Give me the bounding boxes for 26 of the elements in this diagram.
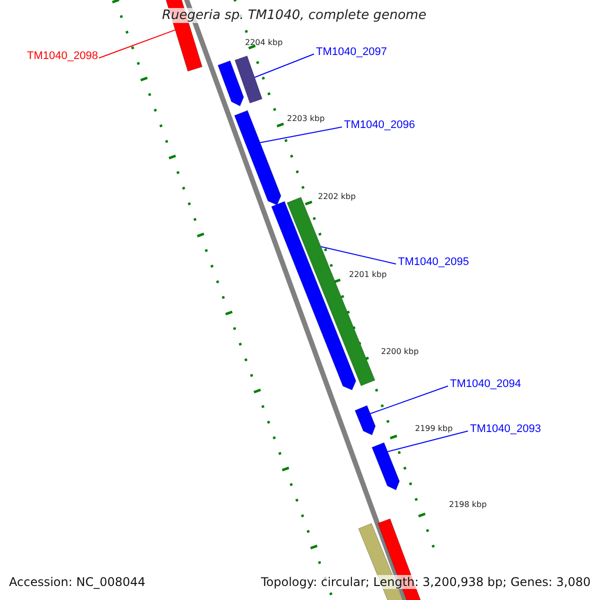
footer-text: Accession: NC_008044 — [9, 575, 146, 589]
gene-block-pointed — [372, 442, 400, 490]
leader-line — [387, 430, 468, 452]
leader-line — [320, 246, 396, 264]
gene-label: TM1040_2096 — [344, 119, 415, 131]
leader-line — [98, 29, 176, 58]
gene-block-pointed — [218, 60, 244, 106]
gene-label: TM1040_2093 — [470, 423, 541, 435]
diagram-title: Ruegeria sp. TM1040, complete genome — [160, 8, 428, 23]
gene-block-pointed — [234, 110, 282, 206]
scale-label: 2201 kbp — [349, 270, 387, 279]
leader-line — [254, 54, 314, 78]
footer-text: Topology: circular; Length: 3,200,938 bp; Genes: 3,080 — [261, 575, 591, 589]
scale-label: 2204 kbp — [245, 38, 283, 47]
leader-line — [370, 386, 448, 414]
scale-label: 2203 kbp — [287, 114, 325, 123]
gene-block-pointed — [354, 405, 376, 436]
scale-label: 2199 kbp — [415, 424, 453, 433]
gene-label: TM1040_2098 — [27, 50, 98, 62]
gene-label: TM1040_2095 — [398, 256, 469, 268]
leader-line — [260, 126, 342, 144]
gene-label: TM1040_2097 — [316, 46, 387, 58]
gene-block — [234, 55, 263, 104]
gene-label: TM1040_2094 — [450, 378, 521, 390]
scale-label: 2198 kbp — [449, 500, 487, 509]
scale-label: 2202 kbp — [318, 192, 356, 201]
